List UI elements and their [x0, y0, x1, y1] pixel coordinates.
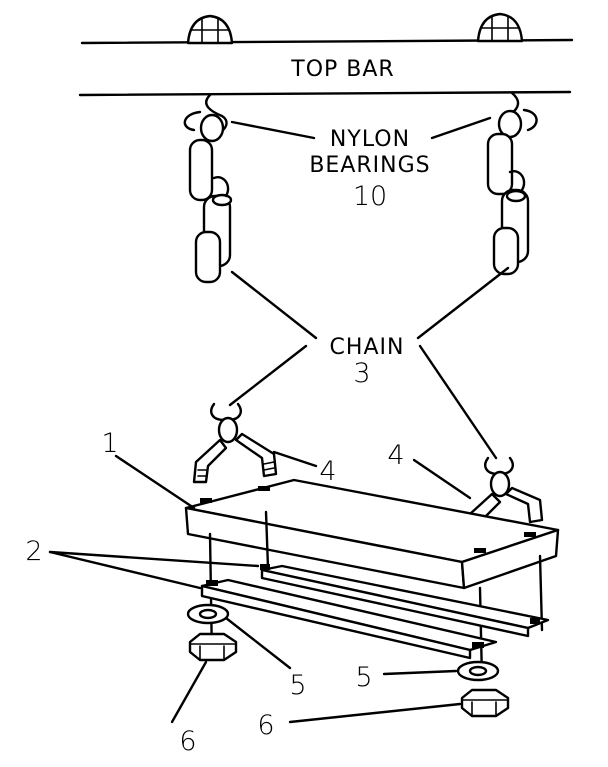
part-number-4-right: 4 [387, 440, 404, 471]
part-leaders [48, 450, 472, 724]
swing-seat [184, 478, 560, 590]
part-number-4-left: 4 [319, 456, 336, 487]
part-number-3: 3 [353, 358, 370, 389]
bolt-head-left [186, 14, 234, 45]
washer-right [456, 660, 500, 682]
nylon-bearings-leaders [230, 116, 492, 140]
under-braces [200, 564, 550, 660]
bearings-label: BEARINGS [309, 153, 430, 178]
nut-right [460, 688, 510, 718]
left-chain [183, 93, 233, 284]
washer-left [186, 603, 230, 625]
part-number-1: 1 [101, 428, 118, 459]
right-chain [486, 91, 538, 276]
part-number-6-left: 6 [179, 726, 196, 757]
part-number-5-left: 5 [289, 670, 306, 701]
top-bar: TOP BAR [78, 12, 574, 97]
part-number-2: 2 [25, 536, 42, 567]
part-number-6-right: 6 [257, 710, 274, 741]
chain-leaders [228, 266, 510, 460]
nut-left [188, 632, 238, 662]
chain-label: CHAIN [330, 335, 405, 360]
part-number-10: 10 [353, 181, 387, 212]
bolt-head-right [476, 12, 524, 43]
part-number-5-right: 5 [355, 662, 372, 693]
nylon-label: NYLON [330, 127, 410, 152]
left-hanger-bracket [192, 402, 278, 484]
top-bar-label: TOP BAR [290, 57, 394, 82]
